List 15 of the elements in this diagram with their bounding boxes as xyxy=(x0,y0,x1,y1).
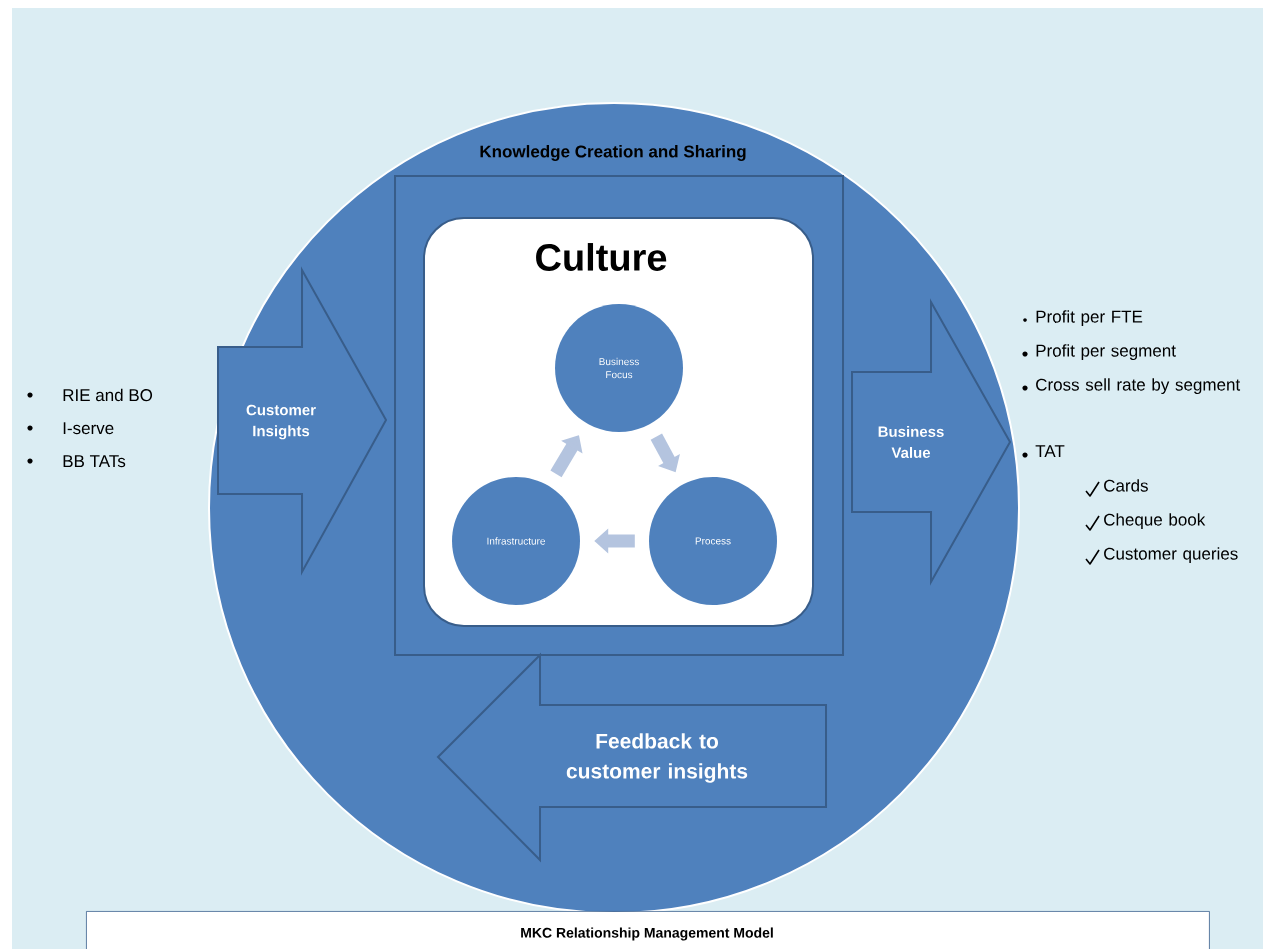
circle-node: Process xyxy=(649,477,777,605)
list-item: Profit per FTE xyxy=(1023,310,1143,327)
list-item: RIE and BO xyxy=(27,388,153,402)
list-item: Profit per segment xyxy=(1022,344,1176,361)
list-item: Cards xyxy=(1085,479,1148,497)
list-item: BB TATs xyxy=(27,455,126,468)
list-item: I-serve xyxy=(27,422,114,435)
list-item: Cross sell rate by segment xyxy=(1022,378,1241,395)
list-item: Cheque book xyxy=(1085,513,1206,531)
list-item: Customer queries xyxy=(1085,547,1238,565)
circle-node: Infrastructure xyxy=(452,477,580,605)
list-item: TAT xyxy=(1022,445,1065,458)
node-label: Knowledge Creation and Sharing xyxy=(480,145,746,161)
circle-node: Business Focus xyxy=(555,304,683,432)
caption-box: MKC Relationship Management Model xyxy=(86,911,1210,949)
